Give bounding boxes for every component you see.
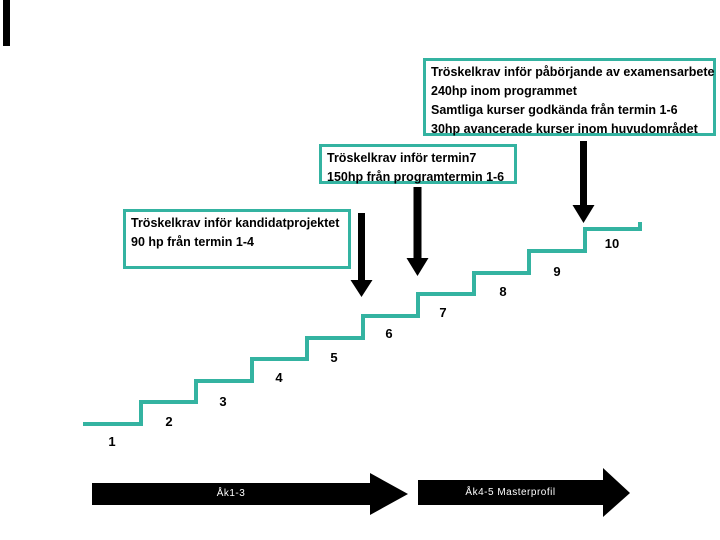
step-label-1: 1 xyxy=(108,434,116,449)
step-label-10: 10 xyxy=(604,236,620,251)
down-arrow-kandidat xyxy=(350,213,373,297)
threshold-examensarbete-line4: 30hp avancerade kurser inom huvudområdet xyxy=(431,122,698,136)
timeline-arrow-ak13 xyxy=(92,473,408,515)
staircase-line xyxy=(83,222,642,426)
timeline-label-ak45: Åk4-5 Masterprofil xyxy=(465,487,556,498)
down-arrow-termin7 xyxy=(406,187,429,276)
step-label-4: 4 xyxy=(275,370,283,385)
timeline-label-ak13: Åk1-3 xyxy=(216,488,246,499)
threshold-box-kandidat: Tröskelkrav inför kandidatprojektet 90 h… xyxy=(123,209,351,269)
threshold-kandidat-line1: Tröskelkrav inför kandidatprojektet xyxy=(131,216,340,230)
step-label-8: 8 xyxy=(499,284,507,299)
threshold-box-examensarbete: Tröskelkrav inför påbörjande av examensa… xyxy=(423,58,716,136)
timeline-arrow-ak45 xyxy=(418,468,630,517)
step-label-9: 9 xyxy=(553,264,561,279)
step-label-3: 3 xyxy=(219,394,227,409)
down-arrow-examensarbete xyxy=(572,141,595,223)
threshold-termin7-line2: 150hp från programtermin 1-6 xyxy=(327,170,505,184)
left-edge-black-bar xyxy=(3,0,10,46)
threshold-examensarbete-line3: Samtliga kurser godkända från termin 1-6 xyxy=(431,103,678,117)
step-label-7: 7 xyxy=(439,305,447,320)
threshold-examensarbete-line2: 240hp inom programmet xyxy=(431,84,577,98)
threshold-box-termin7: Tröskelkrav inför termin7 150hp från pro… xyxy=(319,144,517,184)
threshold-termin7-line1: Tröskelkrav inför termin7 xyxy=(327,151,477,165)
threshold-kandidat-line2: 90 hp från termin 1-4 xyxy=(131,235,254,249)
step-label-6: 6 xyxy=(385,326,393,341)
threshold-examensarbete-line1: Tröskelkrav inför påbörjande av examensa… xyxy=(431,65,715,79)
step-label-2: 2 xyxy=(165,414,173,429)
step-label-5: 5 xyxy=(330,350,338,365)
